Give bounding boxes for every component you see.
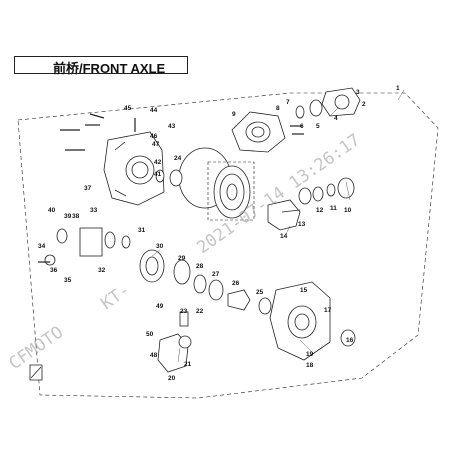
callout-14: 14 xyxy=(280,233,288,240)
callout-18: 18 xyxy=(306,362,314,369)
pinion-housing xyxy=(231,111,286,153)
callout-39: 39 xyxy=(64,213,72,220)
callout-50: 50 xyxy=(146,331,154,338)
callout-33: 33 xyxy=(90,207,98,214)
pinion-bearings xyxy=(298,177,355,205)
callout-5: 5 xyxy=(316,123,320,130)
callout-26: 26 xyxy=(232,280,240,287)
label-sticker-icon xyxy=(29,364,43,381)
callout-2: 2 xyxy=(362,101,366,108)
callout-43: 43 xyxy=(168,123,176,130)
spider-gear-set xyxy=(44,227,131,266)
callout-9: 9 xyxy=(232,111,236,118)
callout-23: 23 xyxy=(180,308,188,315)
callout-44: 44 xyxy=(150,107,158,114)
ring-gear xyxy=(213,165,251,219)
callout-24: 24 xyxy=(174,155,182,162)
callout-35: 35 xyxy=(64,277,72,284)
callout-36: 36 xyxy=(50,267,58,274)
callout-10: 10 xyxy=(344,207,352,214)
callout-37: 37 xyxy=(84,185,92,192)
callout-27: 27 xyxy=(212,271,220,278)
callout-15: 15 xyxy=(300,287,308,294)
callout-31: 31 xyxy=(138,227,146,234)
callout-42: 42 xyxy=(154,159,162,166)
callouts: 1 2 3 4 5 6 7 8 9 10 11 12 13 14 15 16 1… xyxy=(38,85,400,382)
callout-8: 8 xyxy=(276,105,280,112)
callout-21: 21 xyxy=(184,361,192,368)
page-title: 前桥/FRONT AXLE xyxy=(53,61,166,76)
callout-48: 48 xyxy=(150,352,158,359)
callout-20: 20 xyxy=(168,375,176,382)
output-flange xyxy=(295,87,361,119)
callout-3: 3 xyxy=(356,89,360,96)
ring-gear-box xyxy=(207,161,255,221)
title-box: 前桥/FRONT AXLE xyxy=(14,56,188,76)
callout-41: 41 xyxy=(154,171,162,178)
callout-28: 28 xyxy=(196,263,204,270)
callout-25: 25 xyxy=(256,289,264,296)
main-axle-housing xyxy=(269,281,356,361)
callout-47: 47 xyxy=(152,141,160,148)
callout-6: 6 xyxy=(300,123,304,130)
callout-32: 32 xyxy=(98,267,106,274)
callout-17: 17 xyxy=(324,307,332,314)
callout-29: 29 xyxy=(178,255,186,262)
callout-4: 4 xyxy=(334,115,338,122)
callout-7: 7 xyxy=(286,99,290,106)
differential-case xyxy=(139,249,272,315)
callout-49: 49 xyxy=(156,303,164,310)
watermark-fragment: KT- xyxy=(97,280,134,314)
callout-12: 12 xyxy=(316,207,324,214)
pinion-gear xyxy=(267,199,301,231)
callout-16: 16 xyxy=(346,337,354,344)
callout-46: 46 xyxy=(150,133,158,140)
diff-lock-actuator xyxy=(157,311,192,373)
callout-45: 45 xyxy=(124,105,132,112)
callout-38: 38 xyxy=(72,213,80,220)
callout-11: 11 xyxy=(330,205,337,212)
callout-34: 34 xyxy=(38,243,46,250)
left-bearings xyxy=(155,169,183,187)
callout-1: 1 xyxy=(396,85,400,92)
bolts xyxy=(38,113,304,263)
callout-22: 22 xyxy=(196,308,204,315)
callout-40: 40 xyxy=(48,207,56,214)
callout-13: 13 xyxy=(298,221,306,228)
callout-19: 19 xyxy=(306,351,314,358)
left-cover-housing xyxy=(103,131,165,206)
callout-30: 30 xyxy=(156,243,164,250)
leader-lines xyxy=(151,89,405,363)
